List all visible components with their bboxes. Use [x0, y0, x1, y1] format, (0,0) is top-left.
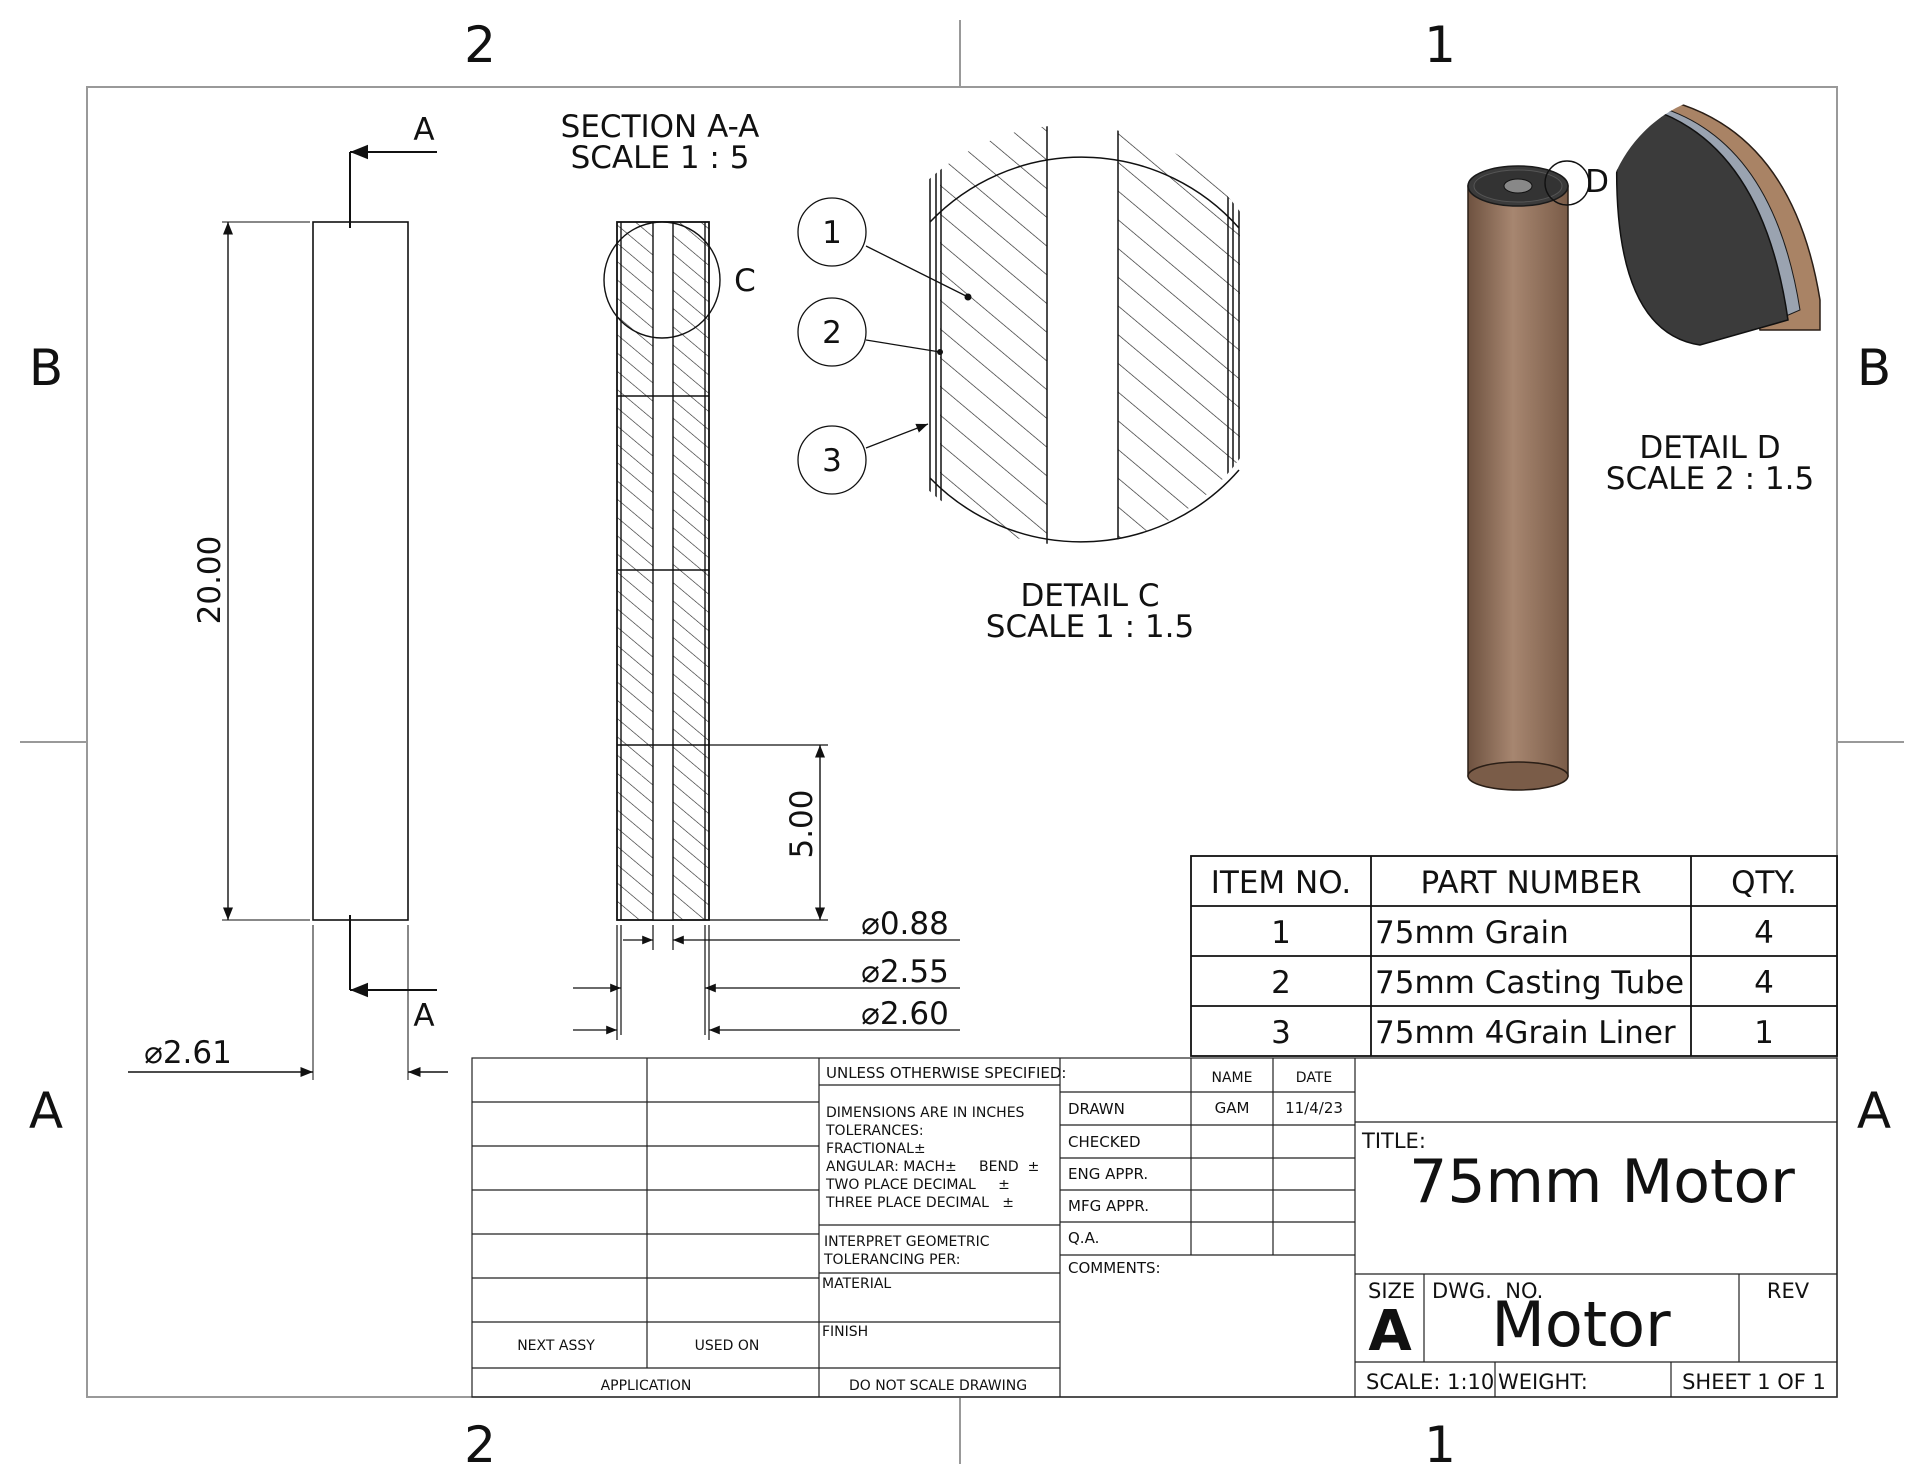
checked-label: CHECKED: [1068, 1133, 1141, 1151]
size-label: SIZE: [1368, 1279, 1415, 1303]
bom-row-1-item: 1: [1271, 915, 1291, 951]
zone-top-2: 2: [464, 16, 496, 74]
tube-od-dimension: ⌀2.60: [861, 996, 949, 1032]
sheet-label: SHEET 1 OF 1: [1682, 1370, 1826, 1394]
interpret-line-1: INTERPRET GEOMETRIC: [824, 1234, 990, 1250]
section-view-labels: SECTION A-A SCALE 1 : 5 C 5.00 ⌀0.88 ⌀2.…: [561, 109, 949, 1032]
mfg-appr-label: MFG APPR.: [1068, 1197, 1149, 1215]
section-title: SECTION A-A: [561, 109, 760, 145]
bom-text: ITEM NO. PART NUMBER QTY. 1 75mm Grain 4…: [1211, 865, 1797, 1051]
dwg-no-label: DWG. NO.: [1432, 1279, 1543, 1303]
drawn-label: DRAWN: [1068, 1100, 1125, 1118]
bom-header-part: PART NUMBER: [1420, 865, 1641, 901]
next-assy-label: NEXT ASSY: [517, 1338, 595, 1354]
drawn-name: GAM: [1215, 1099, 1250, 1117]
title-block-text: NEXT ASSY USED ON APPLICATION UNLESS OTH…: [517, 1064, 1826, 1394]
detail-c-callout: C: [734, 263, 756, 299]
spec-line-3: FRACTIONAL±: [826, 1141, 926, 1157]
section-scale: SCALE 1 : 5: [571, 140, 750, 176]
bom-row-2-part: 75mm Casting Tube: [1375, 965, 1684, 1001]
section-view: [573, 221, 960, 1040]
length-dimension: 20.00: [192, 536, 228, 625]
segment-length-dimension: 5.00: [784, 789, 820, 858]
date-header: DATE: [1296, 1070, 1332, 1086]
front-diameter-dimension: ⌀2.61: [144, 1035, 232, 1071]
title-label: TITLE:: [1361, 1129, 1426, 1153]
grain-od-dimension: ⌀2.55: [861, 954, 949, 990]
rev-label: REV: [1767, 1279, 1810, 1303]
title-block: [471, 1057, 1838, 1398]
bom-table: [1190, 855, 1838, 1057]
front-view: [128, 144, 448, 1080]
spec-line-5: TWO PLACE DECIMAL ±: [825, 1177, 1010, 1193]
iso-view-labels: D: [1585, 164, 1609, 200]
zone-bottom-1: 1: [1424, 1416, 1456, 1474]
size-value: A: [1368, 1299, 1412, 1364]
spec-line-4: ANGULAR: MACH± BEND ±: [826, 1159, 1039, 1175]
interpret-line-2: TOLERANCING PER:: [823, 1252, 960, 1268]
zone-labels: 2 1 2 1 B A B A: [29, 16, 1891, 1474]
detail-c-view: [797, 125, 1250, 545]
balloon-2: 2: [822, 315, 842, 351]
front-view-labels: A A 20.00 ⌀2.61: [144, 112, 434, 1071]
bom-row-1-part: 75mm Grain: [1375, 915, 1569, 951]
drawing-title: 75mm Motor: [1409, 1147, 1795, 1217]
zone-right-B: B: [1857, 339, 1891, 397]
scale-label: SCALE: 1:10: [1366, 1370, 1494, 1394]
detail-d-view: [1615, 94, 1821, 346]
spec-line-1: DIMENSIONS ARE IN INCHES: [826, 1105, 1025, 1121]
detail-c-title: DETAIL C: [1020, 578, 1159, 614]
bom-header-qty: QTY.: [1731, 865, 1797, 901]
zone-left-B: B: [29, 339, 63, 397]
name-header: NAME: [1212, 1070, 1253, 1086]
detail-d-scale: SCALE 2 : 1.5: [1606, 461, 1814, 497]
detail-d-callout: D: [1585, 164, 1609, 200]
detail-c-scale: SCALE 1 : 1.5: [986, 609, 1194, 645]
zone-right-A: A: [1857, 1082, 1891, 1140]
unless-label: UNLESS OTHERWISE SPECIFIED:: [826, 1064, 1066, 1082]
spec-line-6: THREE PLACE DECIMAL ±: [825, 1195, 1014, 1211]
bore-diameter-dimension: ⌀0.88: [861, 906, 949, 942]
spec-line-2: TOLERANCES:: [825, 1123, 924, 1139]
section-marker-top: A: [413, 112, 434, 148]
eng-appr-label: ENG APPR.: [1068, 1165, 1148, 1183]
do-not-scale-label: DO NOT SCALE DRAWING: [849, 1378, 1027, 1394]
zone-bottom-2: 2: [464, 1416, 496, 1474]
bom-row-3-qty: 1: [1754, 1015, 1774, 1051]
detail-c-labels: 1 2 3 DETAIL C SCALE 1 : 1.5: [822, 215, 1194, 645]
bom-header-item: ITEM NO.: [1211, 865, 1351, 901]
balloon-3: 3: [822, 443, 842, 479]
drawn-date: 11/4/23: [1285, 1099, 1343, 1117]
section-marker-bottom: A: [413, 998, 434, 1034]
application-label: APPLICATION: [601, 1378, 692, 1394]
bom-row-1-qty: 4: [1754, 915, 1774, 951]
iso-view: [1467, 160, 1590, 791]
used-on-label: USED ON: [695, 1338, 760, 1354]
bom-row-3-part: 75mm 4Grain Liner: [1375, 1015, 1676, 1051]
detail-d-title: DETAIL D: [1639, 430, 1780, 466]
bom-row-2-qty: 4: [1754, 965, 1774, 1001]
finish-label: FINISH: [822, 1324, 868, 1340]
detail-d-labels: DETAIL D SCALE 2 : 1.5: [1606, 430, 1814, 497]
comments-label: COMMENTS:: [1068, 1259, 1161, 1277]
zone-left-A: A: [29, 1082, 63, 1140]
weight-label: WEIGHT:: [1498, 1370, 1588, 1394]
bom-row-3-item: 3: [1271, 1015, 1291, 1051]
zone-top-1: 1: [1424, 16, 1456, 74]
qa-label: Q.A.: [1068, 1229, 1099, 1247]
balloon-1: 1: [822, 215, 842, 251]
dwg-no-value: Motor: [1491, 1288, 1671, 1361]
material-label: MATERIAL: [822, 1276, 891, 1292]
bom-row-2-item: 2: [1271, 965, 1291, 1001]
